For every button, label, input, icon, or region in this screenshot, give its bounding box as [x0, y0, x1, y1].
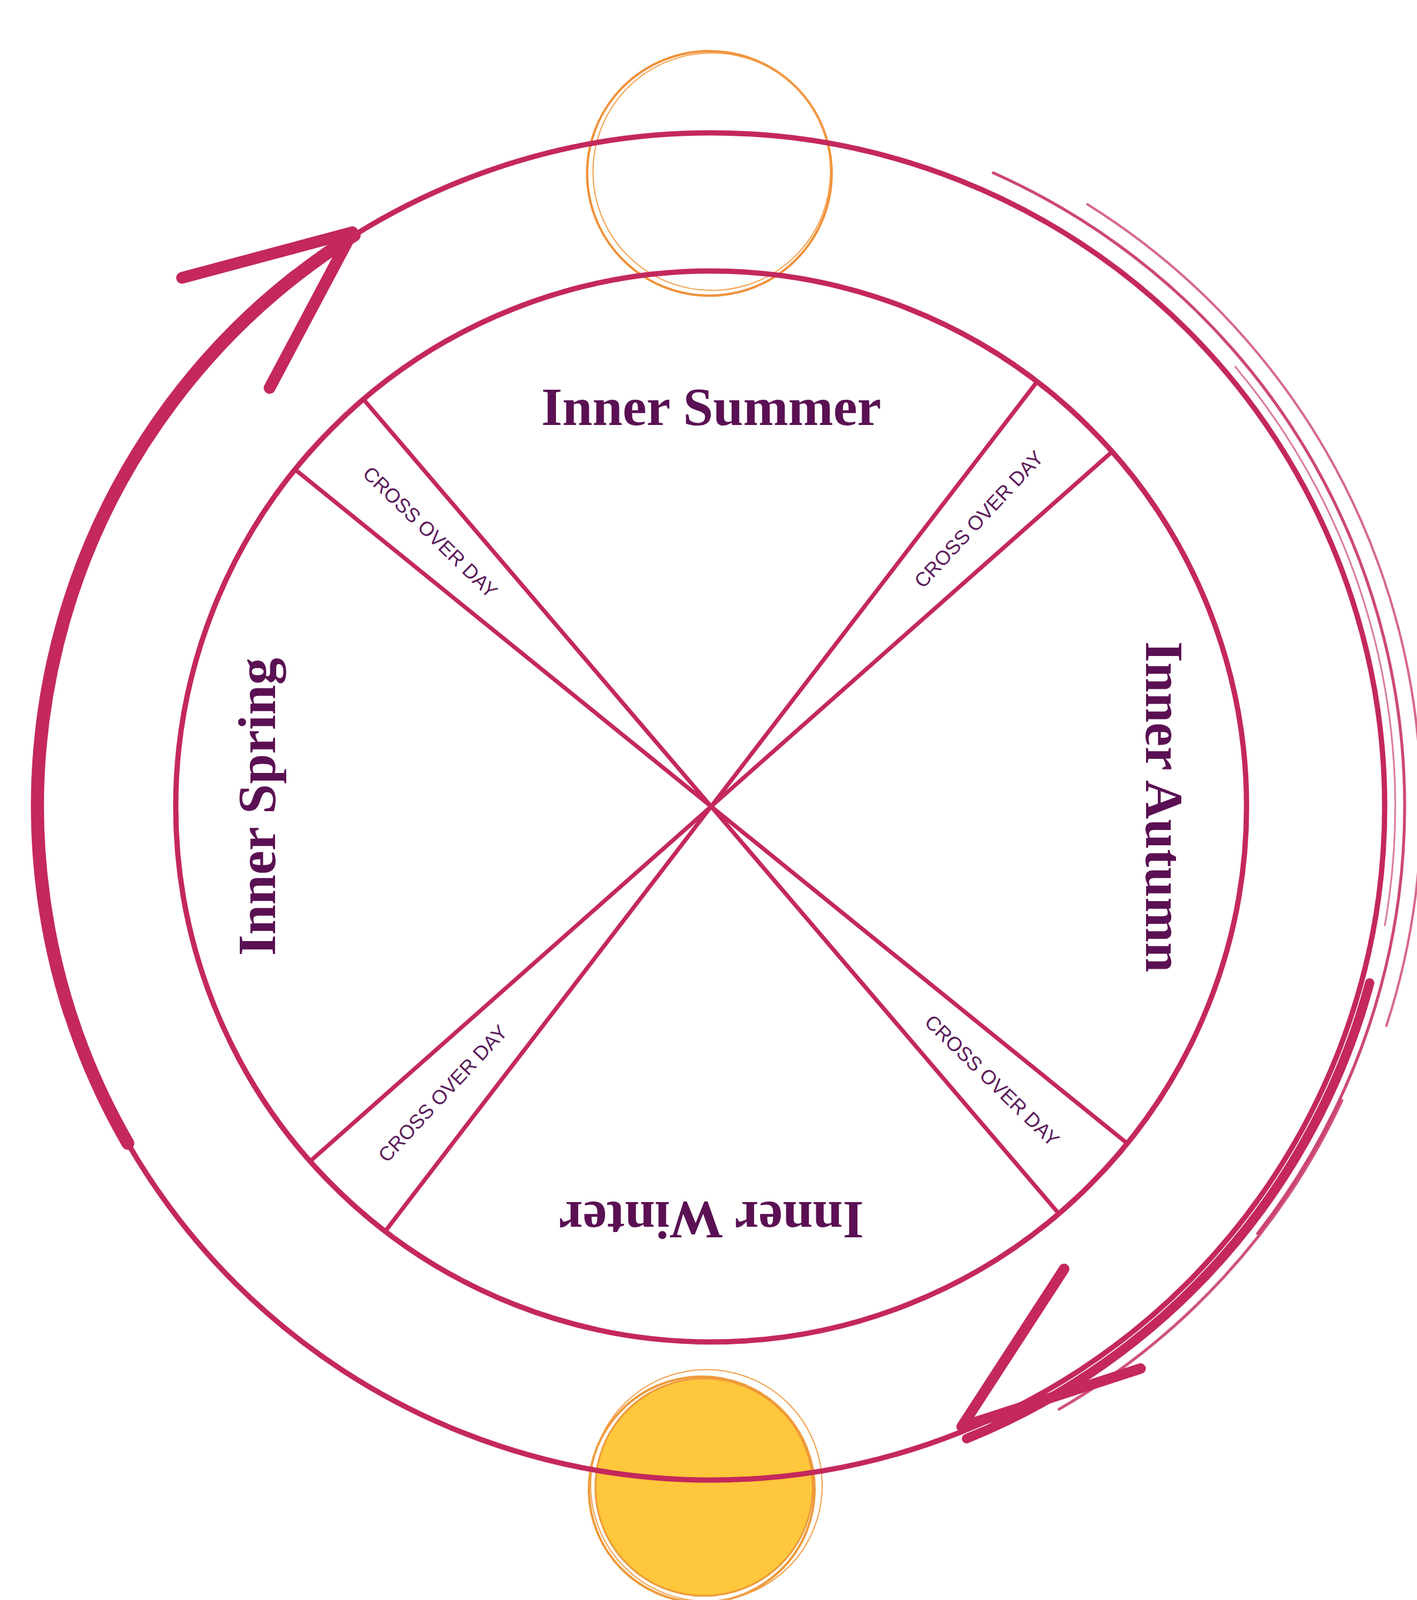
outer-ring [37, 132, 1385, 1480]
phase-label: Inner Spring [224, 655, 289, 958]
inner-wheel [175, 270, 1247, 1342]
crossover-band: CROSS OVER DAY [906, 443, 1052, 596]
phase-name: Inner Autumn [1134, 640, 1194, 972]
crossover-label: CROSS OVER DAY [920, 1010, 1064, 1151]
phase-name: Inner Winter [558, 1190, 864, 1250]
crossover-label: CROSS OVER DAY [909, 446, 1048, 593]
cycle-arrow-sketch [32, 271, 294, 1017]
crossover-band: CROSS OVER DAY [917, 1006, 1068, 1154]
crossover-band: CROSS OVER DAY [370, 1017, 516, 1170]
sector-divider [310, 451, 1113, 1161]
phase-name: Inner Spring [226, 657, 287, 956]
moon-outline [587, 51, 832, 296]
phase-name: Inner Summer [541, 377, 881, 437]
cycle-arrow [37, 235, 355, 1144]
phase-label: Inner Autumn [1131, 638, 1197, 974]
sun-sketch [590, 1369, 823, 1600]
cycle-arrow-sketch [1059, 1100, 1342, 1409]
moon-sketch [593, 52, 831, 291]
crossover-label: CROSS OVER DAY [358, 462, 502, 604]
crossover-band: CROSS OVER DAY [354, 459, 505, 606]
cycle-arrow [966, 982, 1370, 1439]
crossover-label: CROSS OVER DAY [374, 1020, 512, 1167]
sun-sketch [588, 1376, 815, 1600]
cycle-arrowhead [961, 1268, 1141, 1427]
cycle-arrowhead [182, 232, 353, 388]
sun-disc [595, 1378, 813, 1596]
phase-label: Inner Winter [556, 1187, 867, 1252]
cycle-arrow-sketch [1235, 366, 1396, 926]
cycle-arrow-sketch [1087, 204, 1417, 1027]
phase-label: Inner Summer [538, 374, 884, 440]
